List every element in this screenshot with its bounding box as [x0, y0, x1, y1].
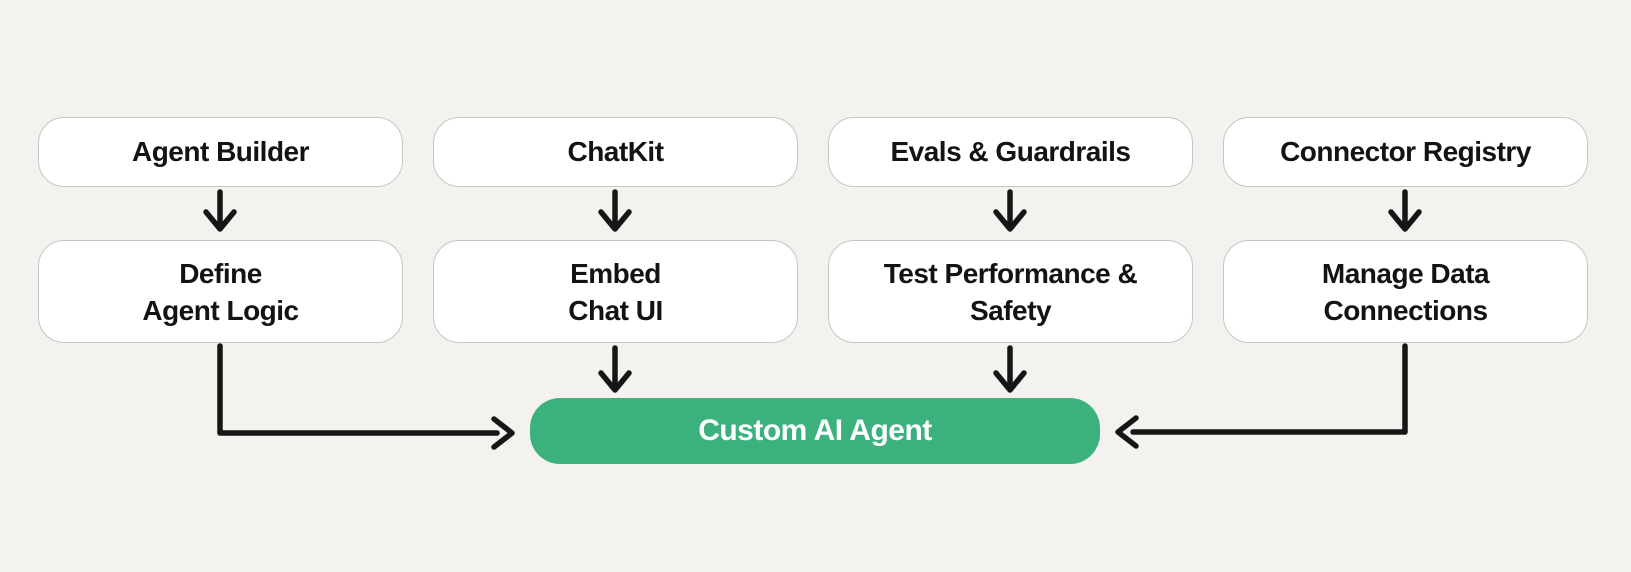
node-chatkit: ChatKit	[433, 117, 798, 187]
node-test-performance-safety-line2: Safety	[969, 294, 1052, 326]
arrow-down-connector-registry-icon	[1388, 189, 1422, 232]
node-evals-guardrails-label: Evals & Guardrails	[890, 136, 1131, 167]
arrow-down-evals-guardrails-icon	[993, 189, 1027, 232]
node-embed-chat-ui-line1: Embed	[570, 257, 661, 289]
node-agent-builder-label: Agent Builder	[131, 136, 310, 167]
arrow-down-test-performance-safety-icon	[993, 345, 1027, 393]
arrow-down-chatkit-icon	[598, 189, 632, 232]
arrow-down-agent-builder-icon	[203, 189, 237, 232]
node-custom-ai-agent-label: Custom AI Agent	[698, 414, 932, 447]
node-define-agent-logic-line1: Define	[179, 257, 262, 289]
node-chatkit-label: ChatKit	[567, 136, 664, 167]
node-test-performance-safety-line1: Test Performance &	[883, 257, 1138, 289]
node-define-agent-logic-line2: Agent Logic	[142, 294, 299, 326]
node-agent-builder: Agent Builder	[38, 117, 403, 187]
arrow-down-embed-chat-ui-icon	[598, 345, 632, 393]
node-connector-registry-label: Connector Registry	[1280, 136, 1531, 167]
node-manage-data-connections: Manage Data Connections	[1223, 240, 1588, 343]
node-manage-data-connections-line2: Connections	[1323, 294, 1488, 326]
node-test-performance-safety: Test Performance & Safety	[828, 240, 1193, 343]
arrow-elbow-manage-data-connections-icon	[1115, 343, 1408, 449]
node-custom-ai-agent: Custom AI Agent	[530, 398, 1100, 464]
node-embed-chat-ui: Embed Chat UI	[433, 240, 798, 343]
node-evals-guardrails: Evals & Guardrails	[828, 117, 1193, 187]
node-connector-registry: Connector Registry	[1223, 117, 1588, 187]
node-manage-data-connections-line1: Manage Data	[1321, 257, 1490, 289]
node-define-agent-logic: Define Agent Logic	[38, 240, 403, 343]
node-embed-chat-ui-line2: Chat UI	[568, 294, 663, 326]
arrow-elbow-define-agent-logic-icon	[217, 343, 515, 450]
